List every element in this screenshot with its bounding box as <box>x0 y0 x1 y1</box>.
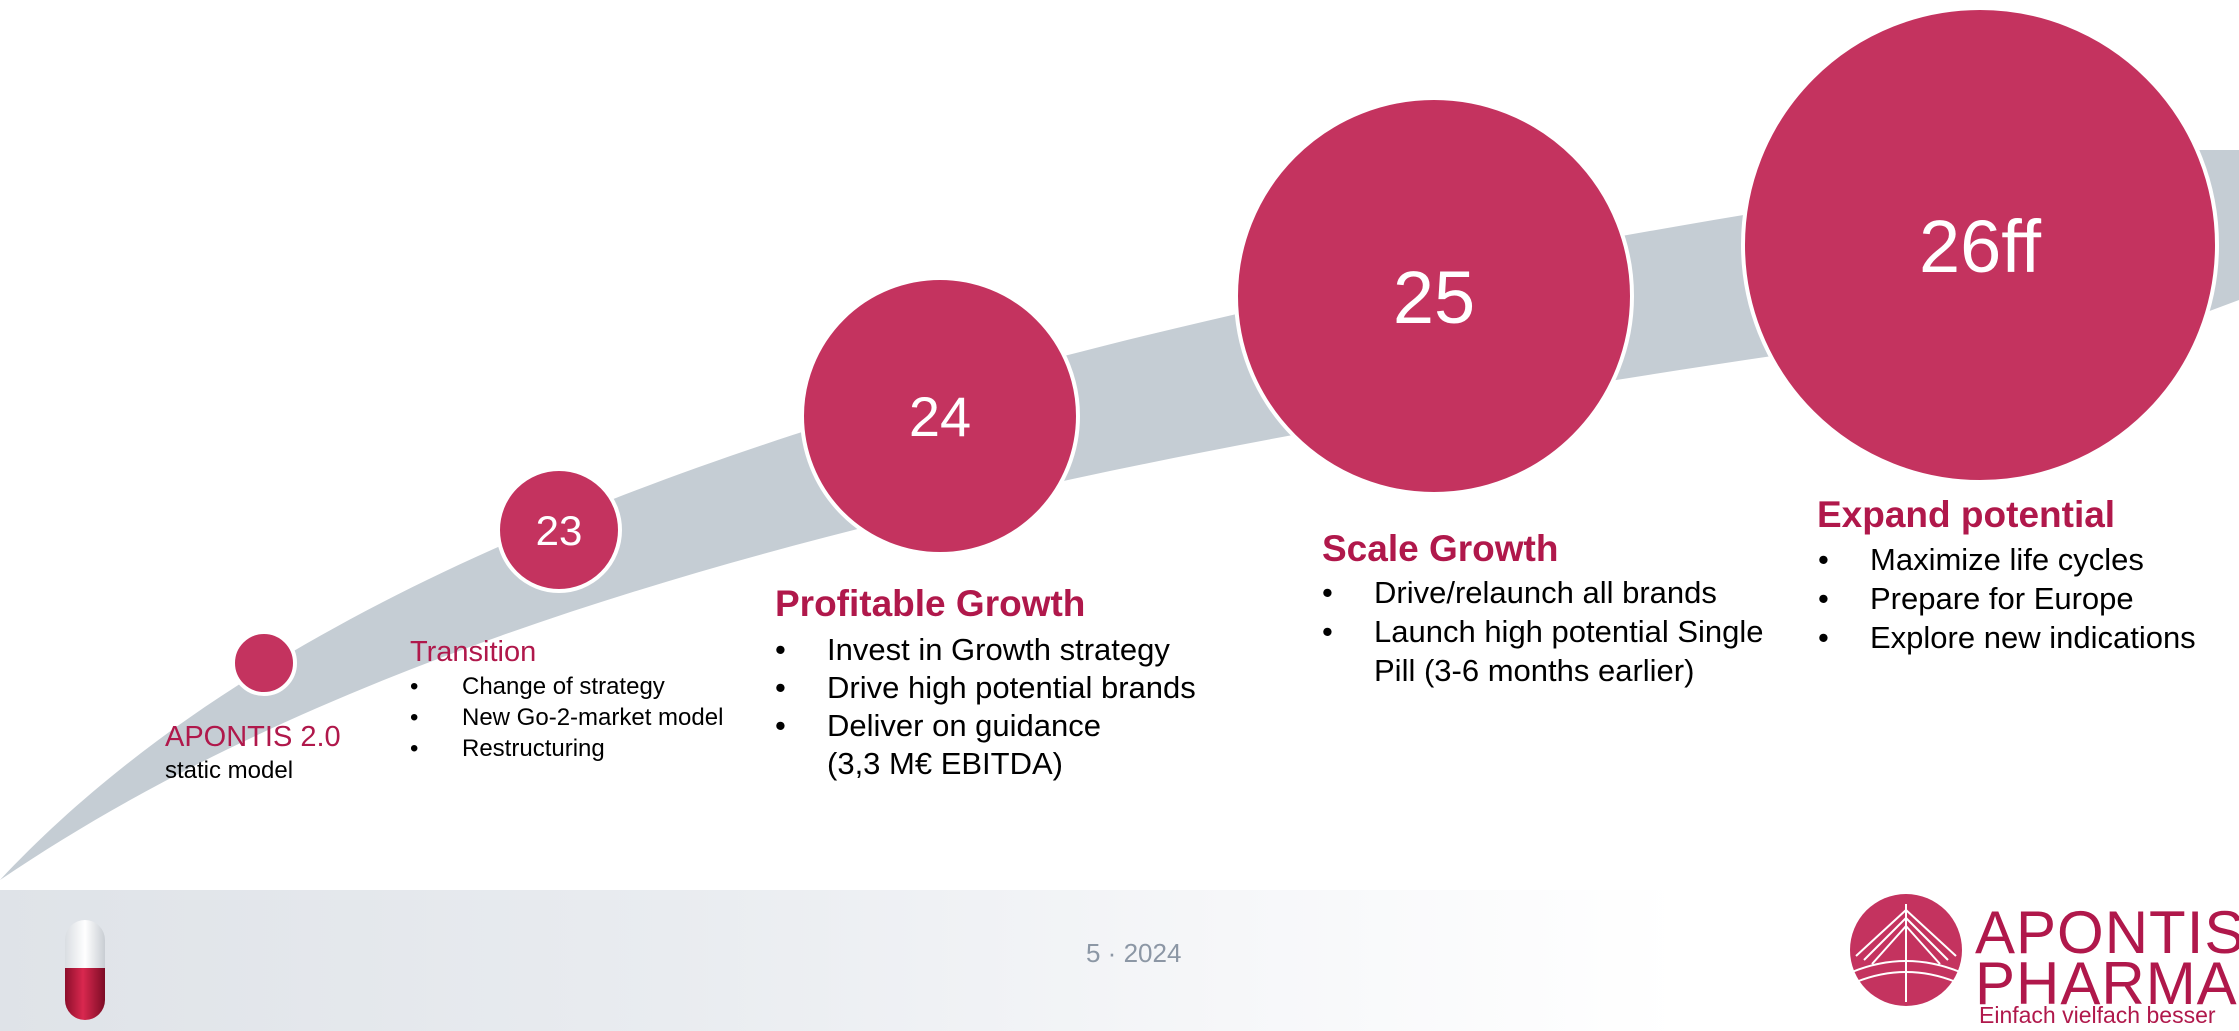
bullet-dot: • <box>410 704 419 731</box>
bullet-item: •Launch high potential Single <box>1322 614 1764 649</box>
stage-circle-26ff <box>1741 6 2219 484</box>
stage-title-apontis: APONTIS 2.0 <box>165 721 341 753</box>
stage-title-expand-potential: Expand potential <box>1817 494 2116 535</box>
apontis-logo-icon <box>1850 894 1962 1006</box>
bullet-item: •New Go-2-market model <box>410 704 724 731</box>
stage-circle-23 <box>496 467 622 593</box>
bullet-dot: • <box>1818 581 1829 616</box>
stage-title-transition: Transition <box>410 636 537 668</box>
stage-bullets-expand-potential: •Maximize life cycles •Prepare for Europ… <box>1818 540 2196 657</box>
stage-bullets-profitable-growth: •Invest in Growth strategy •Drive high p… <box>775 631 1196 783</box>
bullet-dot: • <box>775 708 786 743</box>
bullet-dot: • <box>775 670 786 705</box>
bullet-item: •Maximize life cycles <box>1818 542 2144 577</box>
page-number: 5 · 2024 <box>1086 938 1182 968</box>
bullet-dot: • <box>1818 620 1829 655</box>
stage-circle-24 <box>800 276 1080 556</box>
bullet-dot: • <box>1322 614 1333 649</box>
stage-year-25: 25 <box>1393 256 1475 339</box>
stage-title-scale-growth: Scale Growth <box>1322 528 1559 569</box>
bullet-dot: • <box>410 673 419 700</box>
bullet-item: •Change of strategy <box>410 673 665 700</box>
bullet-item-continuation: (3,3 M€ EBITDA) <box>827 746 1063 781</box>
bullet-item: •Explore new indications <box>1818 620 2196 655</box>
stage-circle-apontis <box>231 630 297 696</box>
stage-title-profitable-growth: Profitable Growth <box>775 583 1086 624</box>
capsule-icon <box>65 920 105 1020</box>
bullet-item: •Drive high potential brands <box>775 670 1196 705</box>
logo-tagline: Einfach vielfach besser <box>1979 1002 2216 1028</box>
stage-year-24: 24 <box>909 385 971 448</box>
bullet-item-continuation: Pill (3-6 months earlier) <box>1374 653 1695 688</box>
bullet-item: •Restructuring <box>410 735 605 762</box>
bullet-item: •Deliver on guidance <box>775 708 1102 743</box>
bullet-dot: • <box>775 632 786 667</box>
bullet-item: •Drive/relaunch all brands <box>1322 575 1717 610</box>
stage-circle-25 <box>1234 96 1634 496</box>
stage-year-26ff: 26ff <box>1919 205 2042 288</box>
bullet-dot: • <box>410 735 419 762</box>
logo-wordmark-line1: APONTIS <box>1975 899 2239 966</box>
bullet-item: •Invest in Growth strategy <box>775 632 1170 667</box>
stage-subtitle-apontis: static model <box>165 757 294 784</box>
bullet-dot: • <box>1818 542 1829 577</box>
growth-arrow-band <box>0 150 2239 880</box>
stage-bullets-scale-growth: •Drive/relaunch all brands •Launch high … <box>1322 573 1764 690</box>
stage-bullets-transition: •Change of strategy •New Go-2-market mod… <box>410 671 724 764</box>
logo-wordmark-line2: PHARMA <box>1975 950 2238 1017</box>
stage-year-23: 23 <box>536 507 583 554</box>
bullet-item: •Prepare for Europe <box>1818 581 2134 616</box>
bullet-dot: • <box>1322 575 1333 610</box>
